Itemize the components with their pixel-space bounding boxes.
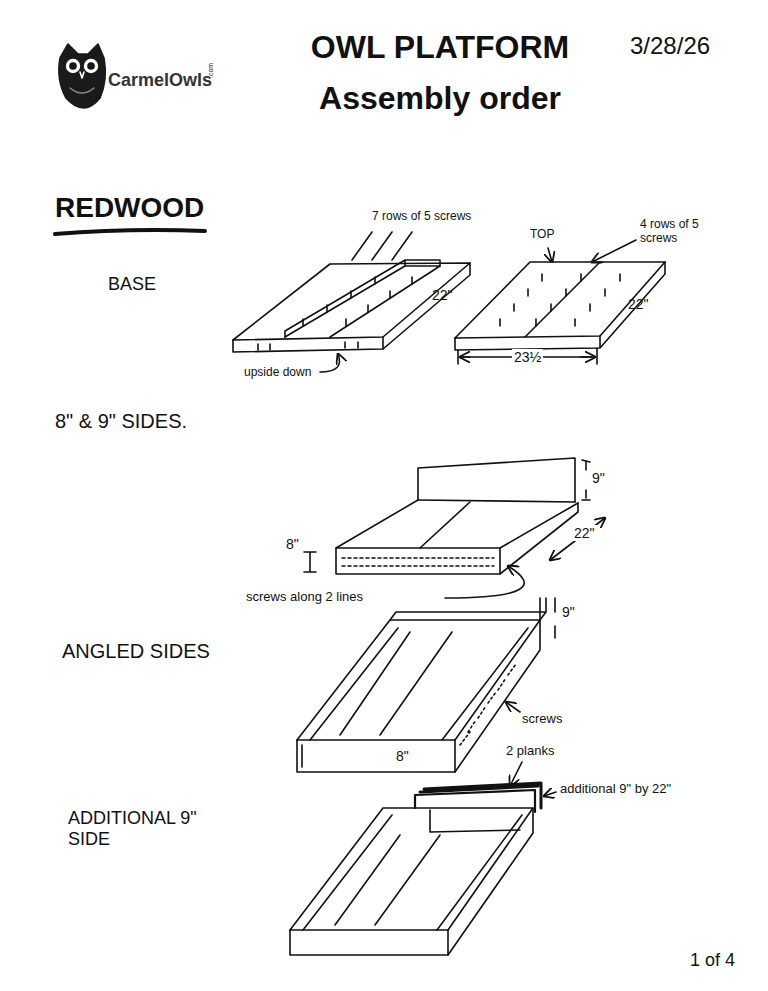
- dimension: 22": [572, 525, 597, 541]
- date: 3/28/26: [630, 32, 710, 60]
- step-label: BASE: [108, 274, 156, 295]
- note: screws along 2 lines: [246, 590, 363, 605]
- dimension: 22": [628, 296, 649, 312]
- base-top: [455, 262, 665, 350]
- leader-line: [548, 248, 552, 262]
- note: upside down: [244, 366, 311, 380]
- note: TOP: [530, 228, 554, 242]
- leader-line: [320, 354, 340, 372]
- dimension: 22": [432, 287, 453, 303]
- logo-suffix: .com: [207, 63, 215, 78]
- step-label: 8" & 9" SIDES.: [55, 410, 187, 433]
- additional-side-assembly: [290, 762, 556, 955]
- leader-line: [592, 240, 636, 262]
- underline: [55, 230, 205, 234]
- note: 4 rows of 5 screws: [640, 218, 720, 246]
- angled-sides-assembly: [297, 598, 555, 772]
- dimension: 9": [592, 470, 605, 486]
- title: OWL PLATFORM Assembly order: [290, 22, 590, 124]
- dimension: 8": [286, 536, 299, 552]
- owl-logo: [59, 44, 105, 108]
- dimension: 23½: [512, 349, 543, 365]
- base-upside-down: [233, 260, 470, 352]
- dimension: 8": [394, 748, 411, 764]
- leader-line: [352, 232, 412, 260]
- page-number: 1 of 4: [690, 950, 735, 971]
- sides-assembly: [304, 458, 605, 598]
- note: 2 planks: [506, 744, 554, 759]
- note: screws: [522, 712, 562, 727]
- section-heading: REDWOOD: [55, 192, 204, 224]
- dimension: 9": [562, 604, 575, 620]
- note: 7 rows of 5 screws: [372, 210, 502, 224]
- logo-text: CarmelOwls: [108, 70, 212, 91]
- step-label: ADDITIONAL 9" SIDE: [68, 808, 208, 849]
- note: additional 9" by 22": [560, 782, 680, 797]
- step-label: ANGLED SIDES: [62, 640, 210, 663]
